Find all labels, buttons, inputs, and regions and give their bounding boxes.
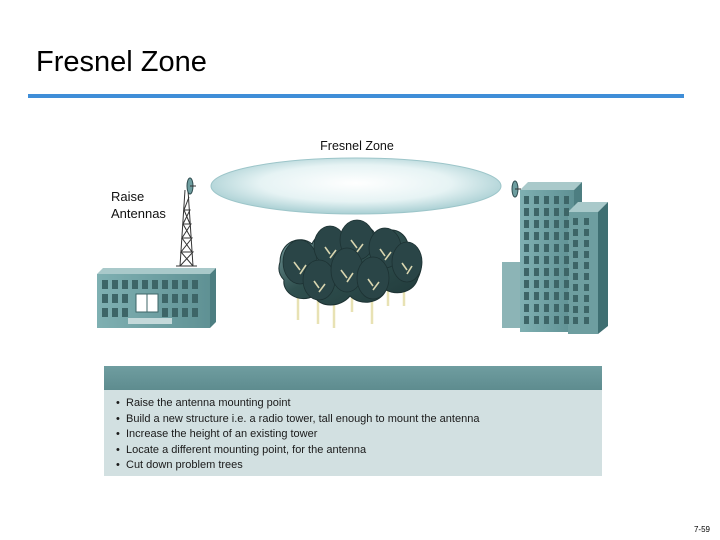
- building-window: [554, 304, 559, 312]
- building-window: [544, 244, 549, 252]
- building-window: [554, 220, 559, 228]
- building-window: [544, 220, 549, 228]
- list-item: •Locate a different mounting point, for …: [116, 443, 367, 456]
- building-window: [573, 240, 578, 247]
- building-window: [584, 295, 589, 302]
- building-window: [564, 244, 569, 252]
- building-window: [554, 280, 559, 288]
- building-window: [564, 292, 569, 300]
- building-window: [584, 240, 589, 247]
- building-window: [564, 196, 569, 204]
- building-window: [554, 256, 559, 264]
- building-window: [564, 280, 569, 288]
- building-window: [544, 196, 549, 204]
- building-window: [584, 273, 589, 280]
- building-window: [524, 208, 529, 216]
- building-window: [584, 306, 589, 313]
- solutions-list: •Raise the antenna mounting point •Build…: [116, 396, 479, 474]
- dish-antenna-icon: [186, 177, 196, 195]
- building-window: [534, 268, 539, 276]
- building-window: [584, 218, 589, 225]
- building-window: [534, 316, 539, 324]
- building-window: [564, 316, 569, 324]
- building-window: [554, 268, 559, 276]
- list-item: •Increase the height of an existing towe…: [116, 428, 318, 441]
- building-window: [524, 244, 529, 252]
- building-window: [584, 317, 589, 324]
- building-window: [573, 317, 578, 324]
- building-window: [573, 229, 578, 236]
- building-window: [524, 280, 529, 288]
- building-window: [534, 292, 539, 300]
- solutions-box-header: [104, 366, 602, 390]
- building-window: [534, 196, 539, 204]
- building-window: [554, 316, 559, 324]
- building-window: [544, 268, 549, 276]
- list-item: •Build a new structure i.e. a radio towe…: [116, 412, 480, 425]
- building-window: [524, 256, 529, 264]
- building-window: [524, 304, 529, 312]
- building-window: [524, 196, 529, 204]
- left-building: [97, 268, 216, 328]
- building-window: [534, 208, 539, 216]
- right-building: [502, 182, 608, 334]
- building-window: [544, 208, 549, 216]
- building-window: [524, 220, 529, 228]
- slide-title: Fresnel Zone: [36, 46, 207, 78]
- building-window: [584, 229, 589, 236]
- title-rule: [28, 94, 684, 98]
- building-window: [534, 304, 539, 312]
- lattice-tower: [176, 189, 197, 267]
- page-number: 7-59: [693, 525, 710, 534]
- building-window: [534, 244, 539, 252]
- right-dish-antenna-icon: [511, 180, 521, 198]
- building-window: [573, 306, 578, 313]
- building-window: [584, 251, 589, 258]
- building-window: [573, 251, 578, 258]
- building-window: [564, 220, 569, 228]
- building-window: [573, 262, 578, 269]
- solutions-box: [104, 366, 602, 476]
- building-window: [554, 196, 559, 204]
- building-window: [524, 232, 529, 240]
- building-window: [554, 292, 559, 300]
- building-window: [573, 284, 578, 291]
- building-window: [534, 280, 539, 288]
- list-item: •Raise the antenna mounting point: [116, 397, 291, 409]
- building-window: [573, 218, 578, 225]
- building-window: [544, 280, 549, 288]
- building-window: [564, 304, 569, 312]
- raise-antennas-label-line1: Raise: [111, 189, 144, 204]
- building-window: [524, 268, 529, 276]
- building-window: [554, 208, 559, 216]
- building-window: [584, 284, 589, 291]
- building-window: [534, 232, 539, 240]
- building-window: [554, 232, 559, 240]
- building-window: [564, 256, 569, 264]
- solutions-box-body: [104, 390, 602, 476]
- building-window: [544, 256, 549, 264]
- building-window: [534, 220, 539, 228]
- tree-cluster: [278, 219, 423, 328]
- building-window: [544, 304, 549, 312]
- building-window: [573, 295, 578, 302]
- building-window: [564, 208, 569, 216]
- list-item: •Cut down problem trees: [116, 459, 243, 472]
- building-window: [573, 273, 578, 280]
- fresnel-zone-ellipse: [210, 157, 502, 215]
- raise-antennas-label-line2: Antennas: [111, 206, 166, 221]
- building-window: [564, 232, 569, 240]
- building-window: [544, 232, 549, 240]
- building-window: [524, 316, 529, 324]
- building-window: [584, 262, 589, 269]
- fresnel-zone-label: Fresnel Zone: [320, 139, 394, 153]
- building-window: [524, 292, 529, 300]
- building-window: [564, 268, 569, 276]
- building-window: [544, 292, 549, 300]
- building-window: [554, 244, 559, 252]
- building-window: [544, 316, 549, 324]
- building-window: [534, 256, 539, 264]
